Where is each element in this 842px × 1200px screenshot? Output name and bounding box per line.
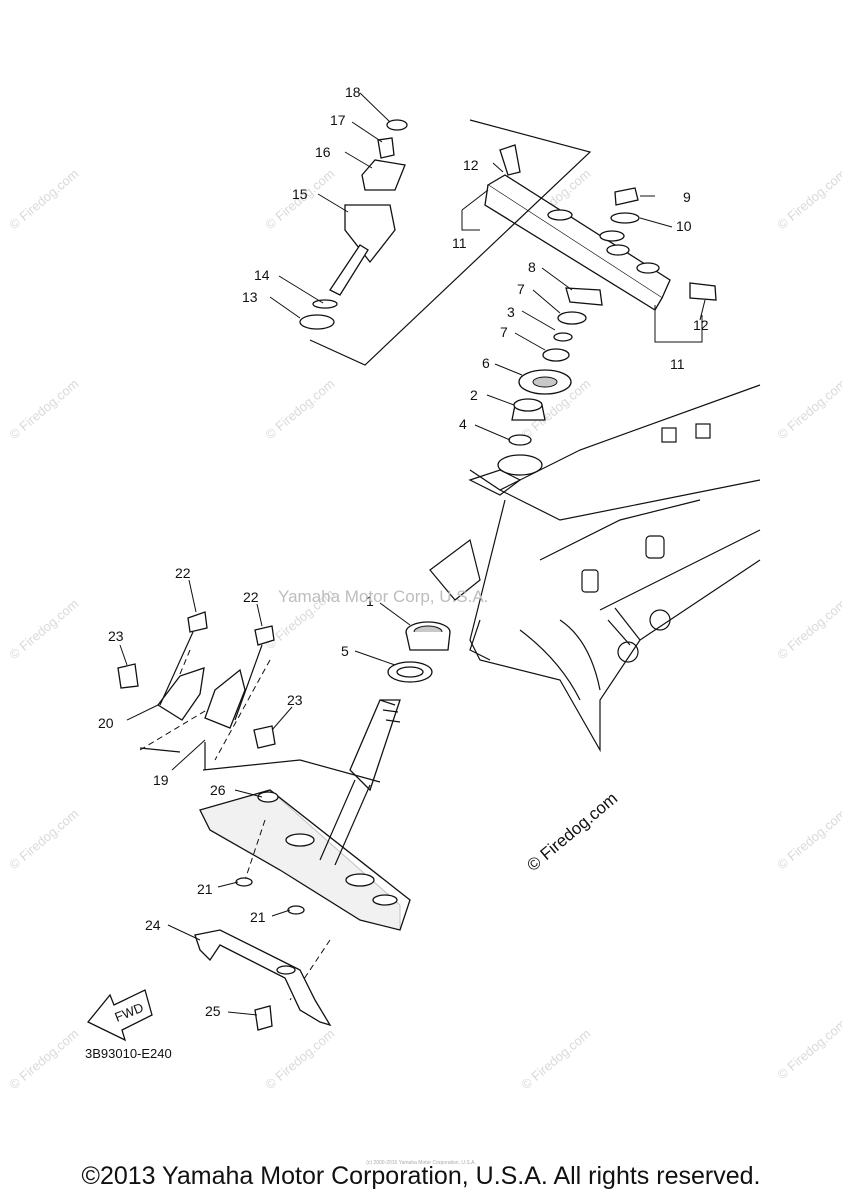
callout-14: 14 [254, 267, 270, 283]
callout-11b: 11 [670, 356, 685, 372]
callout-25: 25 [205, 1003, 221, 1019]
handlebar-holder [299, 119, 408, 330]
center-watermark: Yamaha Motor Corp, U.S.A. [278, 587, 488, 606]
callout-13: 13 [242, 289, 258, 305]
watermark: © Firedog.com [518, 1026, 593, 1092]
callout-3: 3 [507, 304, 515, 320]
watermark: © Firedog.com [774, 166, 842, 232]
callout-7a: 7 [517, 281, 525, 297]
callout-20: 20 [98, 715, 114, 731]
hose-guide [194, 791, 332, 1031]
watermark: © Firedog.com [6, 596, 81, 662]
callout-19: 19 [153, 772, 169, 788]
watermark: © Firedog.com [774, 376, 842, 442]
callout-10: 10 [676, 218, 692, 234]
brackets-left [117, 611, 276, 749]
callout-1: 1 [366, 593, 374, 609]
watermark: © Firedog.com [774, 806, 842, 872]
frame-drawing [429, 384, 761, 753]
callout-7b: 7 [500, 324, 508, 340]
watermark: © Firedog.com [6, 376, 81, 442]
callout-21a: 21 [197, 881, 213, 897]
callout-17: 17 [330, 112, 346, 128]
assembly-lines [139, 119, 592, 1001]
watermark: © Firedog.com [262, 1026, 337, 1092]
watermark: © Firedog.com [6, 806, 81, 872]
callout-24: 24 [145, 917, 161, 933]
watermark: © Firedog.com [774, 596, 842, 662]
callout-12a: 12 [463, 157, 479, 173]
copyright-footer: ©2013 Yamaha Motor Corporation, U.S.A. A… [81, 1162, 761, 1190]
callout-11a: 11 [452, 235, 467, 251]
diagram-code: 3B93010-E240 [85, 1046, 172, 1061]
callout-12b: 12 [693, 317, 709, 333]
callout-22b: 22 [243, 589, 259, 605]
callout-numbers: 1 2 3 4 5 6 7 7 8 9 10 11 11 12 12 13 14… [98, 84, 709, 1019]
watermark: © Firedog.com [774, 1016, 842, 1082]
watermark: © Firedog.com [6, 166, 81, 232]
leader-lines [119, 92, 706, 1016]
callout-21b: 21 [250, 909, 266, 925]
callout-23a: 23 [108, 628, 124, 644]
under-bracket [199, 699, 411, 931]
callout-6: 6 [482, 355, 490, 371]
callout-23b: 23 [287, 692, 303, 708]
bearings-lower [387, 621, 451, 683]
fwd-arrow: FWD [86, 989, 153, 1042]
watermark: © Firedog.com [6, 1026, 81, 1092]
firedog-label: © Firedog.com [523, 789, 621, 875]
callout-2: 2 [470, 387, 478, 403]
tiny-notice: (c) 2000-2015 Yamaha Motor Corporation, … [366, 1160, 476, 1166]
bearings-upper [497, 287, 603, 476]
callout-5: 5 [341, 643, 349, 659]
callout-22a: 22 [175, 565, 191, 581]
callout-15: 15 [292, 186, 308, 202]
callout-4: 4 [459, 416, 467, 432]
callout-18: 18 [345, 84, 361, 100]
callout-16: 16 [315, 144, 331, 160]
callout-26: 26 [210, 782, 226, 798]
watermark: © Firedog.com [262, 376, 337, 442]
callout-8: 8 [528, 259, 536, 275]
callout-9: 9 [683, 189, 691, 205]
